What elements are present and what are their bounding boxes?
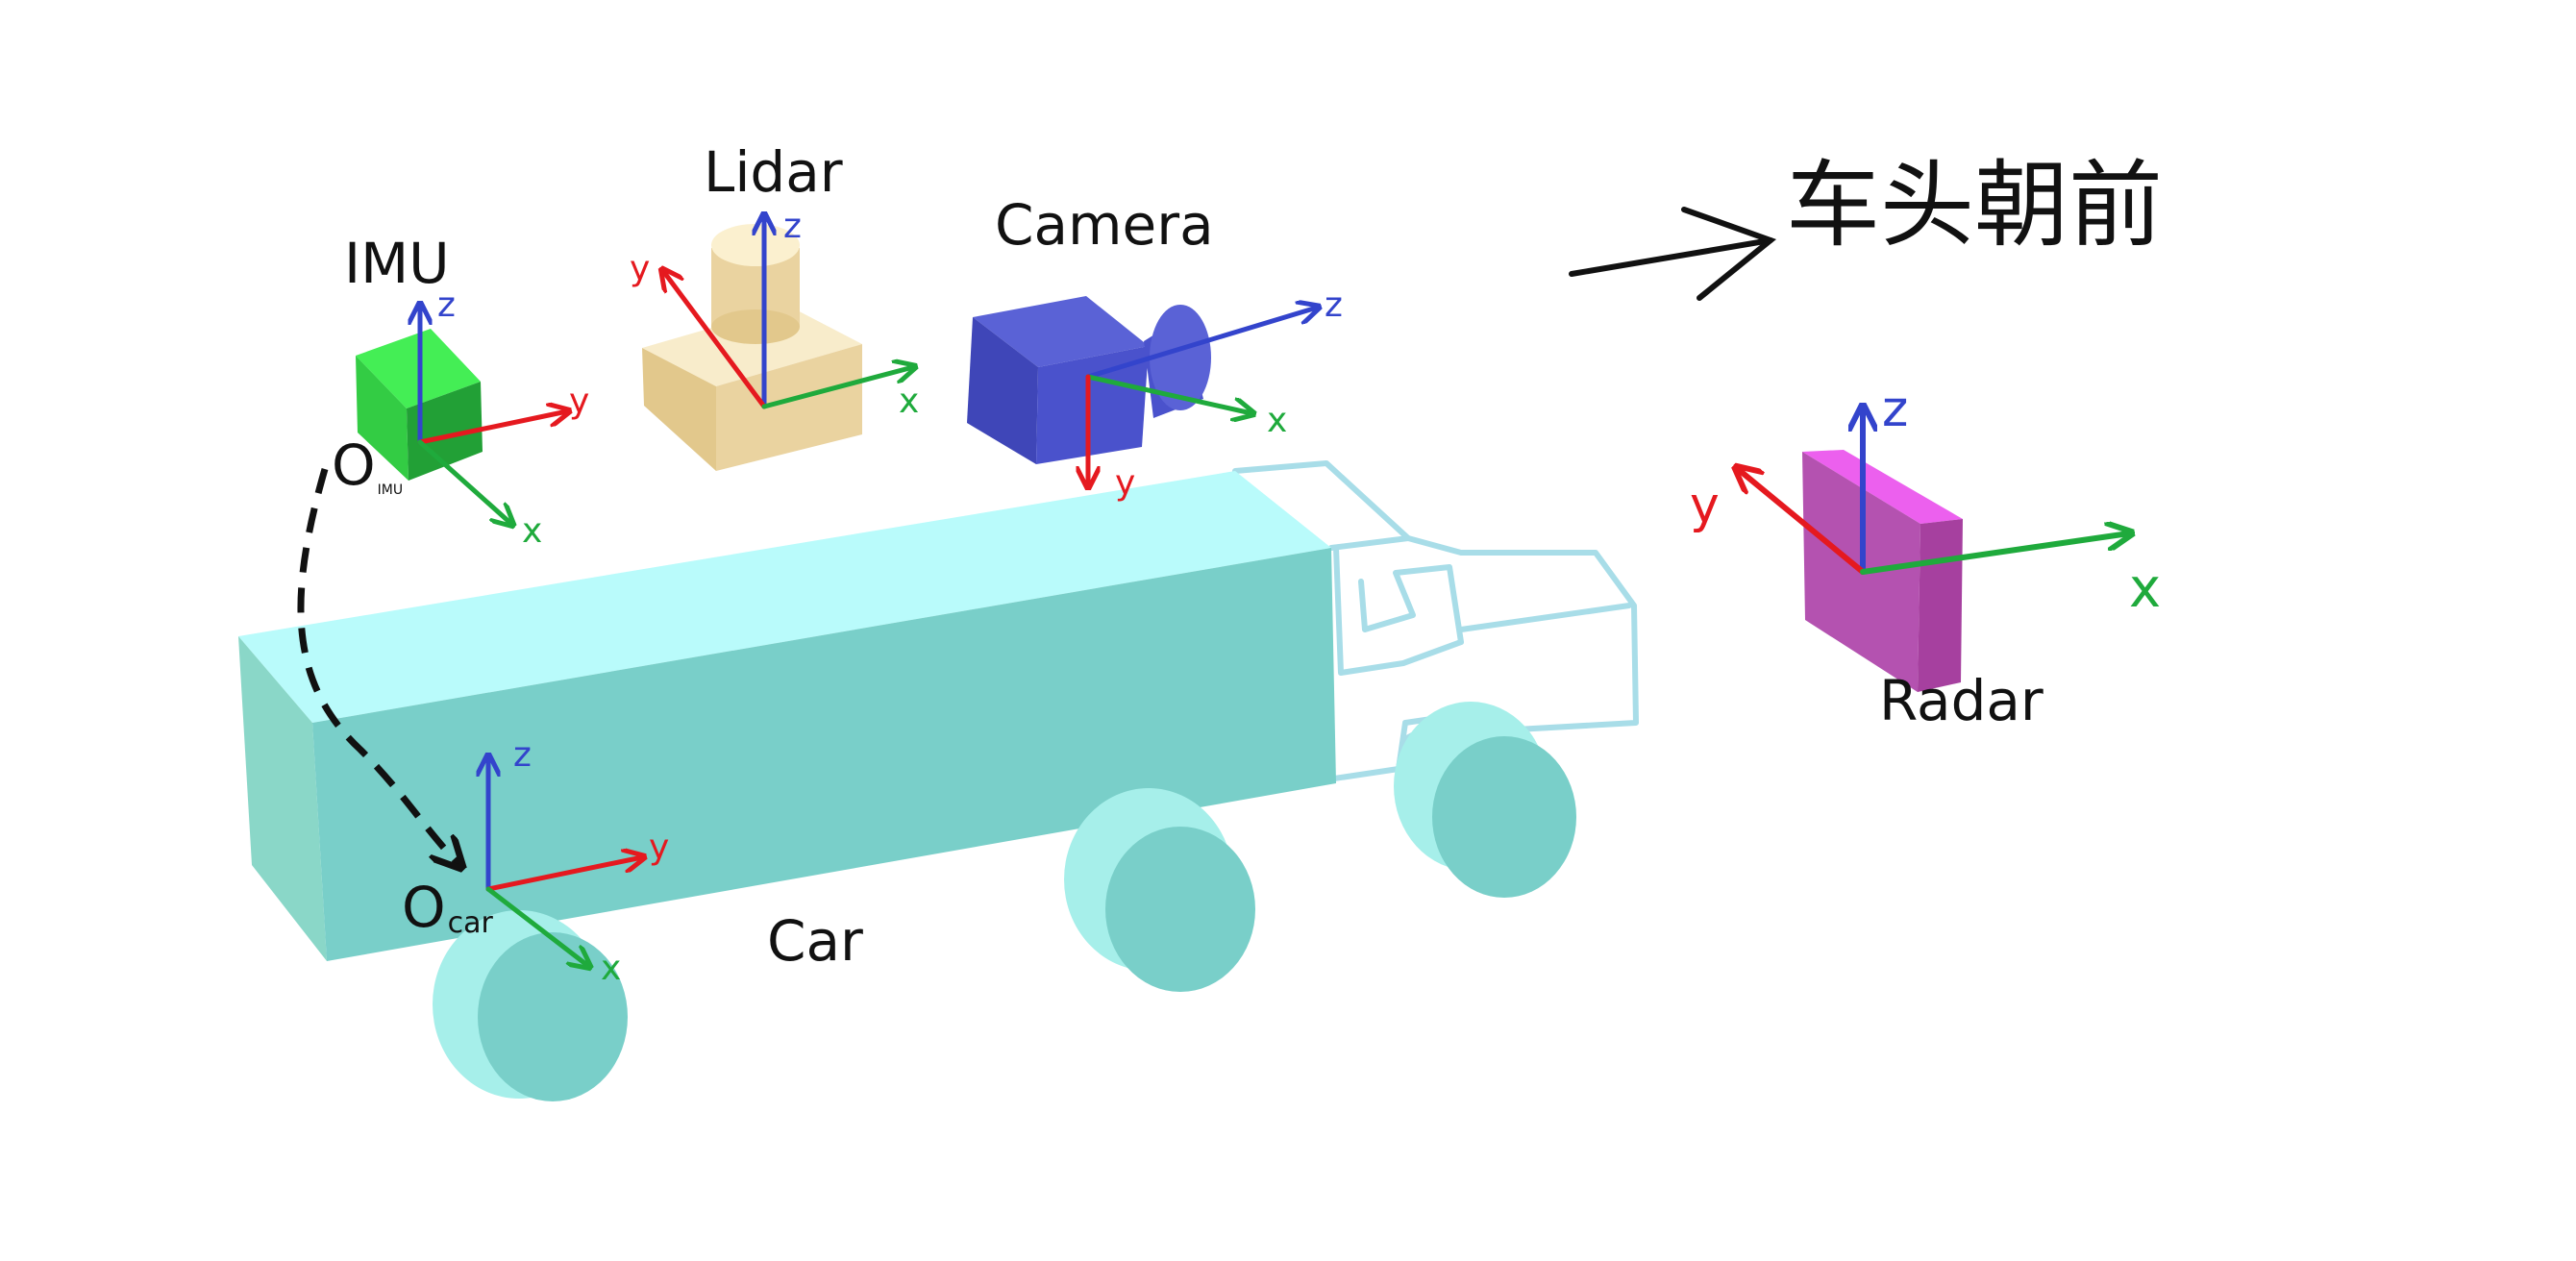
lidar-axis-z-label: z [783,207,802,246]
lidar-sensor [642,224,862,471]
camera-axes [1088,308,1317,485]
heading-vehicle-front: 车头朝前 [1786,151,2164,260]
label-camera: Camera [995,192,1214,258]
car-axis-x-label: x [601,949,622,988]
camera-axis-x-label: x [1267,401,1288,440]
origin-imu-main: O [332,433,376,498]
truck-cargo-box [238,471,1336,961]
radar-axis-y-label: y [1690,477,1720,534]
imu-axis-y-label: y [569,382,590,421]
truck-wheel-rear [433,910,628,1101]
label-radar: Radar [1879,668,2043,733]
label-imu: IMU [344,231,450,296]
radar-axes [1738,408,2129,575]
imu-to-car-transform-arrow [297,468,459,865]
car-axis-z-label: z [513,735,532,775]
forward-direction-arrow [1569,207,1777,301]
camera-sensor [967,296,1211,464]
lidar-axis-y-label: y [630,249,651,288]
camera-axis-z-label: z [1325,285,1343,325]
imu-axes [420,306,567,524]
truck-wheel-front [1394,702,1576,898]
label-car: Car [767,908,863,974]
car-axis-y-label: y [649,828,670,867]
camera-axis-y-label: y [1115,463,1136,503]
label-lidar: Lidar [704,139,843,205]
radar-axis-x-label: x [2129,557,2162,620]
radar-axis-z-label: z [1882,381,1909,438]
car-axes [488,757,642,966]
origin-car-label: Ocar [402,879,493,938]
imu-axis-z-label: z [437,285,456,325]
lidar-axes [663,216,913,409]
origin-car-sub: car [447,906,493,940]
lidar-axis-x-label: x [899,382,920,421]
origin-imu-sub: IMU [377,482,404,498]
truck-wheel-middle [1064,788,1255,992]
imu-axis-x-label: x [522,511,543,551]
origin-car-main: O [402,875,446,940]
